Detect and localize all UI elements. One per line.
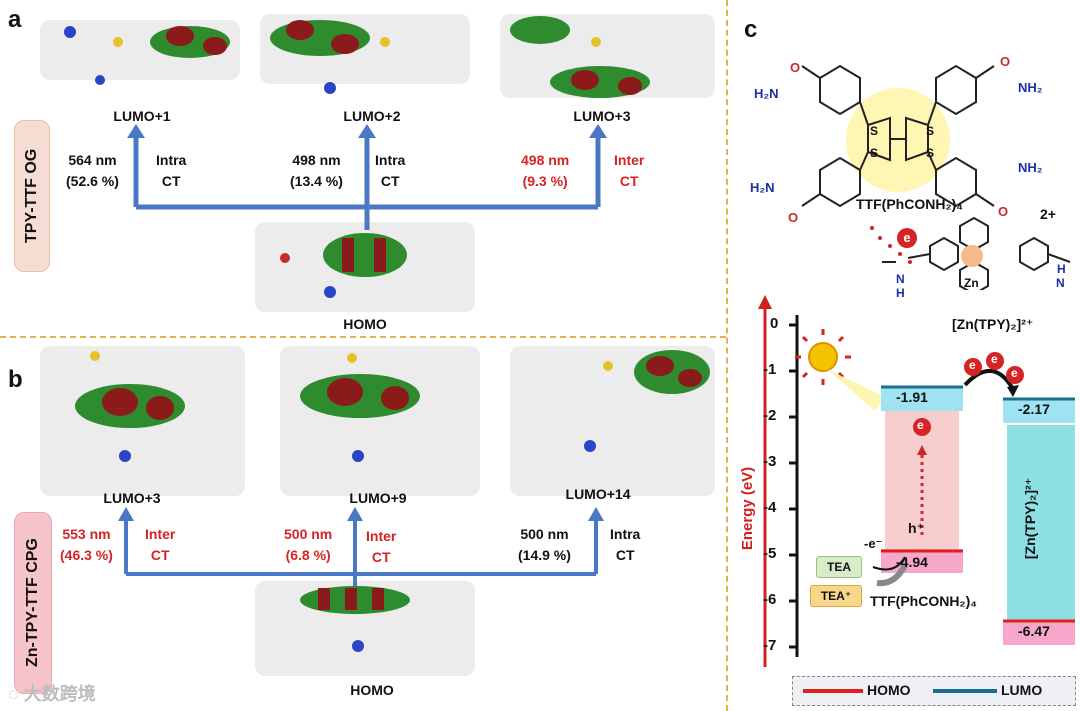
zn-bar-label: [Zn(TPY)₂]²⁺ — [1022, 478, 1039, 559]
orbital-lumo14-b — [510, 346, 715, 496]
orbital-homo-b — [255, 581, 475, 676]
legend-lumo-label: LUMO — [1001, 682, 1042, 698]
amine-left-n: N — [896, 272, 905, 286]
legend-lumo-swatch — [933, 689, 997, 693]
zn-homo-value: -6.47 — [1018, 623, 1050, 639]
transition-a-3-wavelength: 498 nm(9.3 %) — [521, 150, 569, 192]
watermark-icon: ◌ — [8, 684, 19, 704]
amide-top-left: H₂N — [754, 86, 779, 101]
orbital-label-a-3: LUMO+3 — [542, 108, 662, 124]
orbital-label-b-1: LUMO+3 — [72, 490, 192, 506]
ttf-homo-value: -4.94 — [896, 554, 928, 570]
transition-b-1-wavelength: 553 nm(46.3 %) — [60, 524, 113, 566]
panel-divider-vertical — [726, 0, 728, 711]
orbital-homo-a — [255, 222, 475, 312]
sulfur-label-2: S — [870, 146, 878, 160]
tea-plus-box: TEA⁺ — [810, 585, 862, 607]
tick-2: -2 — [763, 407, 776, 424]
arrow-heads-a — [127, 124, 607, 138]
tick-5: -5 — [763, 545, 776, 562]
sulfur-label-1: S — [870, 124, 878, 138]
ttf-lumo-value: -1.91 — [896, 389, 928, 405]
hole-label: h⁺ — [908, 520, 924, 537]
watermark: ◌ 大数跨境 — [8, 680, 96, 706]
electrons-top-2: e — [991, 352, 998, 366]
orbital-lumo1-a — [40, 20, 240, 85]
legend-homo-label: HOMO — [867, 682, 911, 698]
sulfur-label-4: S — [926, 146, 934, 160]
amine-right-h: H — [1057, 262, 1066, 276]
orbital-label-b-2: LUMO+9 — [318, 490, 438, 506]
transition-a-2-wavelength: 498 nm(13.4 %) — [290, 150, 343, 192]
watermark-text: 大数跨境 — [24, 684, 96, 704]
oxygen-label-bl: O — [788, 210, 798, 225]
electron-label: e — [903, 230, 910, 245]
transition-b-2-wavelength: 500 nm(6.8 %) — [284, 524, 332, 566]
homo-label-a: HOMO — [305, 316, 425, 332]
zn-lumo-value: -2.17 — [1018, 401, 1050, 417]
electron-in-column: e — [917, 418, 924, 432]
tick-0: 0 — [770, 315, 778, 332]
tick-7: -7 — [763, 637, 776, 654]
orbital-lumo3-b — [40, 346, 245, 496]
tick-6: -6 — [763, 591, 776, 608]
ttf-name: TTF(PhCONH₂)₄ — [856, 196, 963, 212]
tea-box: TEA — [816, 556, 862, 578]
orbital-lumo9-b — [280, 346, 480, 496]
zn-atom — [961, 245, 983, 267]
tick-4: -4 — [763, 499, 776, 516]
electrons-top-3: e — [1011, 366, 1018, 380]
amide-bottom-left: H₂N — [750, 180, 775, 195]
orbital-label-a-1: LUMO+1 — [82, 108, 202, 124]
electrons-top-1: e — [969, 358, 976, 372]
ttf-bottom-label: TTF(PhCONH₂)₄ — [870, 593, 977, 609]
orbital-label-b-3: LUMO+14 — [538, 486, 658, 502]
legend-homo-swatch — [803, 689, 863, 693]
sun-icon — [795, 329, 885, 411]
sulfur-label-3: S — [926, 124, 934, 138]
oxygen-label-tl: O — [790, 60, 800, 75]
orbital-lumo2-a — [260, 14, 470, 94]
orbital-label-a-2: LUMO+2 — [312, 108, 432, 124]
arrow-heads-b — [118, 507, 604, 521]
tick-1: -1 — [763, 361, 776, 378]
energy-axis-label: Energy (eV) — [739, 467, 756, 550]
oxygen-label-tr: O — [1000, 54, 1010, 69]
oxygen-label-br: O — [998, 204, 1008, 219]
zn-label: Zn — [964, 276, 979, 290]
complex-charge: 2+ — [1040, 206, 1056, 222]
minus-e-label: -e⁻ — [864, 536, 882, 552]
transition-b-3-wavelength: 500 nm(14.9 %) — [518, 524, 571, 566]
electron-bubble: e — [897, 228, 917, 248]
transition-b-3-type: IntraCT — [610, 524, 640, 566]
amide-top-right: NH₂ — [1018, 80, 1043, 95]
transition-a-1-wavelength: 564 nm(52.6 %) — [66, 150, 119, 192]
legend: HOMO LUMO — [792, 676, 1076, 706]
homo-label-b: HOMO — [312, 682, 432, 698]
orbital-lumo3-a — [500, 14, 715, 98]
amine-right-n: N — [1056, 276, 1065, 290]
tea-plus-label: TEA⁺ — [821, 589, 851, 603]
amide-bottom-right: NH₂ — [1018, 160, 1043, 175]
tick-3: -3 — [763, 453, 776, 470]
tea-label: TEA — [827, 560, 851, 574]
